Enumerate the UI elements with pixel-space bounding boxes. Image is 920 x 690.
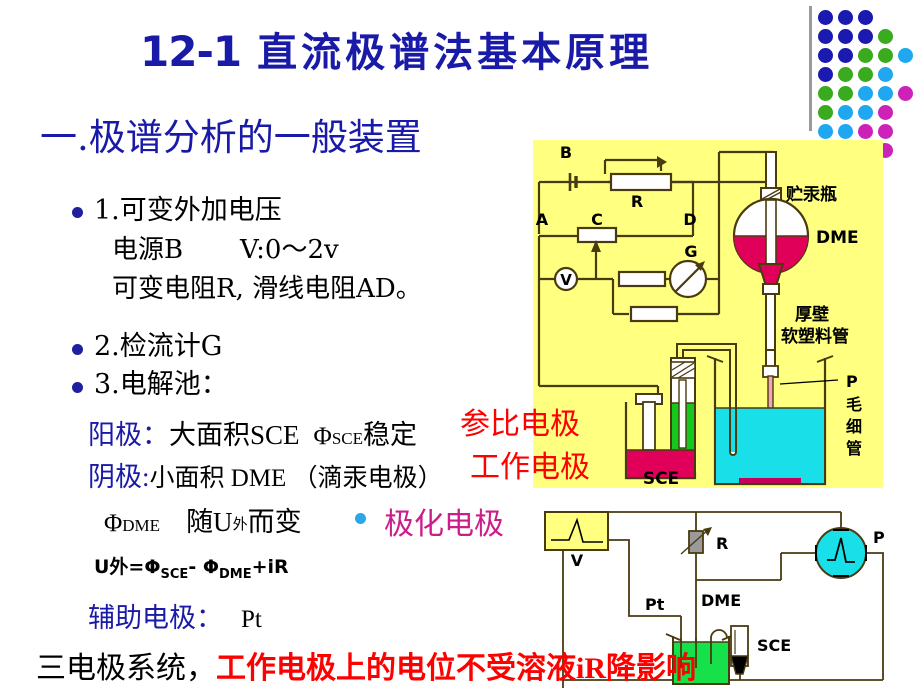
conclusion-black: 三电极系统， (36, 652, 216, 685)
bullet-marker (72, 207, 83, 218)
phi-dme-subscript-2: 外 (232, 517, 248, 533)
label-rheostat: R (631, 192, 643, 211)
anode-prefix: 阳极： (88, 420, 169, 450)
decor-dot (878, 86, 893, 101)
decor-dot (838, 10, 853, 25)
label-capillary-3: 管 (846, 439, 862, 458)
auxiliary-value: Pt (241, 606, 262, 633)
label-slidewire: C (591, 210, 603, 229)
label-tubing-2: 软塑料管 (781, 326, 849, 347)
decor-dot (838, 67, 853, 82)
anode-phi-subscript: SCE (331, 429, 363, 448)
formula-head: U外=Φ (94, 556, 161, 578)
decor-dot (858, 10, 873, 25)
phi-dme-line: ΦDME 随U外而变 (104, 500, 302, 539)
label-battery: B (560, 143, 572, 162)
auxiliary-prefix: 辅助电极： (88, 603, 223, 633)
anode-tail: 稳定 (363, 420, 417, 450)
label-mercury-reservoir: 贮汞瓶 (785, 184, 837, 205)
decor-dot (858, 86, 873, 101)
decor-dot (838, 29, 853, 44)
decor-dot (898, 86, 913, 101)
label-resistor-r: R (716, 534, 728, 553)
page-title: 12-1 直流极谱法基本原理 (140, 22, 760, 84)
bullet-marker (72, 344, 83, 355)
label-node-d: D (683, 210, 696, 229)
conclusion-line: 三电极系统，工作电极上的电位不受溶液iR降影响 (36, 643, 696, 687)
formula-sub-sce: SCE (160, 566, 189, 582)
label-sce-2: SCE (757, 636, 791, 655)
label-recorder-p: P (873, 528, 885, 547)
anode-phi: Φ (313, 423, 332, 450)
phi-dme-text: 随U (186, 507, 233, 537)
dot-grid (818, 10, 918, 158)
cathode-line: 阴极:小面积 DME （滴汞电极） (88, 455, 443, 494)
label-galvanometer: G (684, 242, 697, 261)
decor-dot (878, 48, 893, 63)
bullet-item-2: 2.检流计G (94, 331, 223, 362)
label-source-v: V (571, 551, 584, 570)
power-source-label: 电源B (112, 235, 184, 265)
label-node-a: A (536, 210, 549, 229)
decor-dot (818, 29, 833, 44)
decor-dot (858, 29, 873, 44)
decor-dot (898, 48, 913, 63)
decor-dot (838, 105, 853, 120)
three-electrode-system-diagram: V R P (533, 498, 918, 688)
decor-dot (838, 86, 853, 101)
label-dme-2: DME (701, 591, 741, 610)
label-capillary-2: 细 (846, 417, 862, 436)
bullet-marker-cyan (355, 513, 366, 524)
section-heading: 一.极谱分析的一般装置 (40, 116, 422, 159)
voltage-range-label: V:0～2v (240, 235, 339, 265)
decor-dot (818, 105, 833, 120)
decor-dot (818, 86, 833, 101)
cathode-prefix: 阴极: (88, 462, 150, 492)
formula-mid: - Φ (188, 556, 219, 578)
phi-dme-subscript: DME (122, 516, 161, 535)
anode-line: 阳极：大面积SCE ΦSCE稳定 (88, 413, 417, 452)
formula-sub-dme: DME (218, 566, 252, 582)
label-capillary-1: 毛 (846, 395, 862, 414)
decor-dot (858, 67, 873, 82)
title-number: 12-1 (140, 27, 242, 76)
label-sce: SCE (643, 469, 679, 488)
label-dme: DME (816, 228, 859, 248)
auxiliary-electrode-line: 辅助电极： Pt (88, 596, 262, 635)
decor-dot (818, 124, 833, 139)
decor-dot (878, 67, 893, 82)
decor-dot (818, 10, 833, 25)
phi-dme-text-2: 而变 (247, 507, 302, 537)
decor-dot (818, 48, 833, 63)
decor-dot (878, 124, 893, 139)
phi-dme-symbol: Φ (104, 510, 123, 537)
label-capillary-p: P (846, 372, 858, 391)
anode-body: 大面积SCE (169, 420, 300, 450)
decor-dot (858, 124, 873, 139)
decor-dot (838, 48, 853, 63)
cathode-body: 小面积 DME （滴汞电极） (149, 465, 443, 492)
polarography-apparatus-diagram: B R A C D V G (533, 140, 883, 488)
decor-dot (858, 105, 873, 120)
reference-electrode-label: 参比电极 (460, 407, 580, 442)
label-pt: Pt (645, 595, 665, 614)
bullet-item-3: 3.电解池： (94, 369, 228, 400)
label-tubing-1: 厚壁 (795, 304, 829, 325)
resistors-label: 可变电阻R, 滑线电阻AD。 (112, 274, 422, 304)
vertical-rule (809, 6, 812, 131)
formula-u-external: U外=ΦSCE- ΦDME+iR (94, 552, 289, 582)
decor-dot (858, 48, 873, 63)
bullet-item-1: 1.可变外加电压 (94, 195, 282, 226)
formula-end: +iR (251, 556, 289, 578)
bullet-marker (72, 382, 83, 393)
decor-dot (878, 29, 893, 44)
label-voltmeter: V (560, 271, 572, 289)
working-electrode-label: 工作电极 (470, 450, 590, 485)
conclusion-red: 工作电极上的电位不受溶液iR降影响 (216, 652, 696, 685)
title-text: 直流极谱法基本原理 (257, 30, 654, 76)
decor-dot (878, 105, 893, 120)
polarized-electrode-label: 极化电极 (384, 508, 504, 541)
decor-dot (818, 67, 833, 82)
decor-dot (838, 124, 853, 139)
